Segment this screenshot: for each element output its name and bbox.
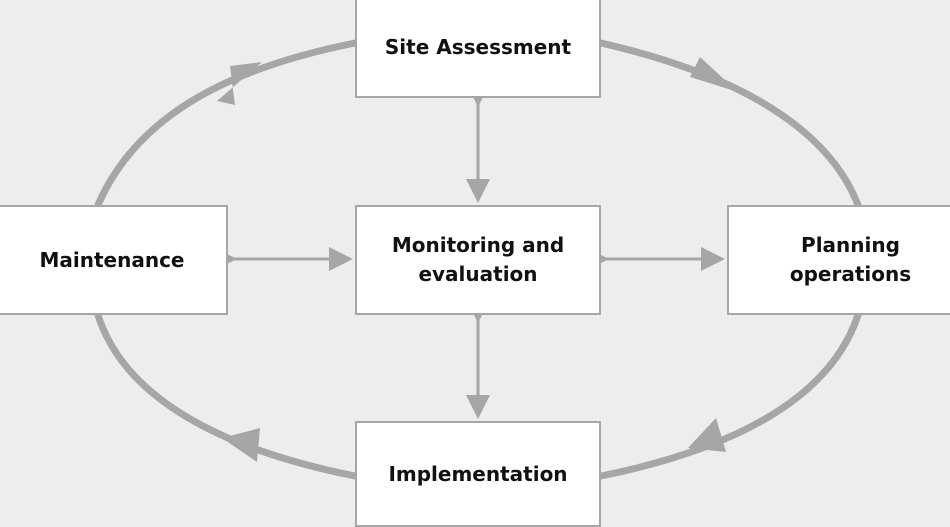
- cycle-arrowheads: [217, 57, 738, 462]
- arrowhead-to-implementation: [688, 418, 726, 452]
- cycle-arc-site-to-planning: [597, 39, 862, 209]
- arrowhead-to-planning: [690, 57, 738, 92]
- cycle-arc-maintenance-to-site: [94, 39, 359, 209]
- node-implementation-label: Implementation: [388, 461, 568, 486]
- cycle-arc-planning-to-implementation: [597, 311, 862, 480]
- arrowhead-to-site-assessment: [217, 62, 262, 105]
- cycle-arc-implementation-to-maintenance: [94, 311, 359, 480]
- connectors: [213, 83, 725, 419]
- node-implementation: Implementation: [355, 421, 601, 527]
- cycle-ring: [94, 39, 862, 480]
- node-site-assessment: Site Assessment: [355, 0, 601, 98]
- node-monitoring-evaluation: Monitoring and evaluation: [355, 205, 601, 315]
- node-monitoring-evaluation-label: Monitoring and evaluation: [391, 233, 565, 286]
- node-planning-operations-label: Planning operations: [789, 233, 912, 286]
- node-planning-operations: Planning operations: [727, 205, 950, 315]
- node-maintenance: Maintenance: [0, 205, 228, 315]
- node-maintenance-label: Maintenance: [39, 247, 185, 272]
- arrowhead-to-maintenance: [222, 428, 260, 462]
- node-site-assessment-label: Site Assessment: [384, 34, 572, 59]
